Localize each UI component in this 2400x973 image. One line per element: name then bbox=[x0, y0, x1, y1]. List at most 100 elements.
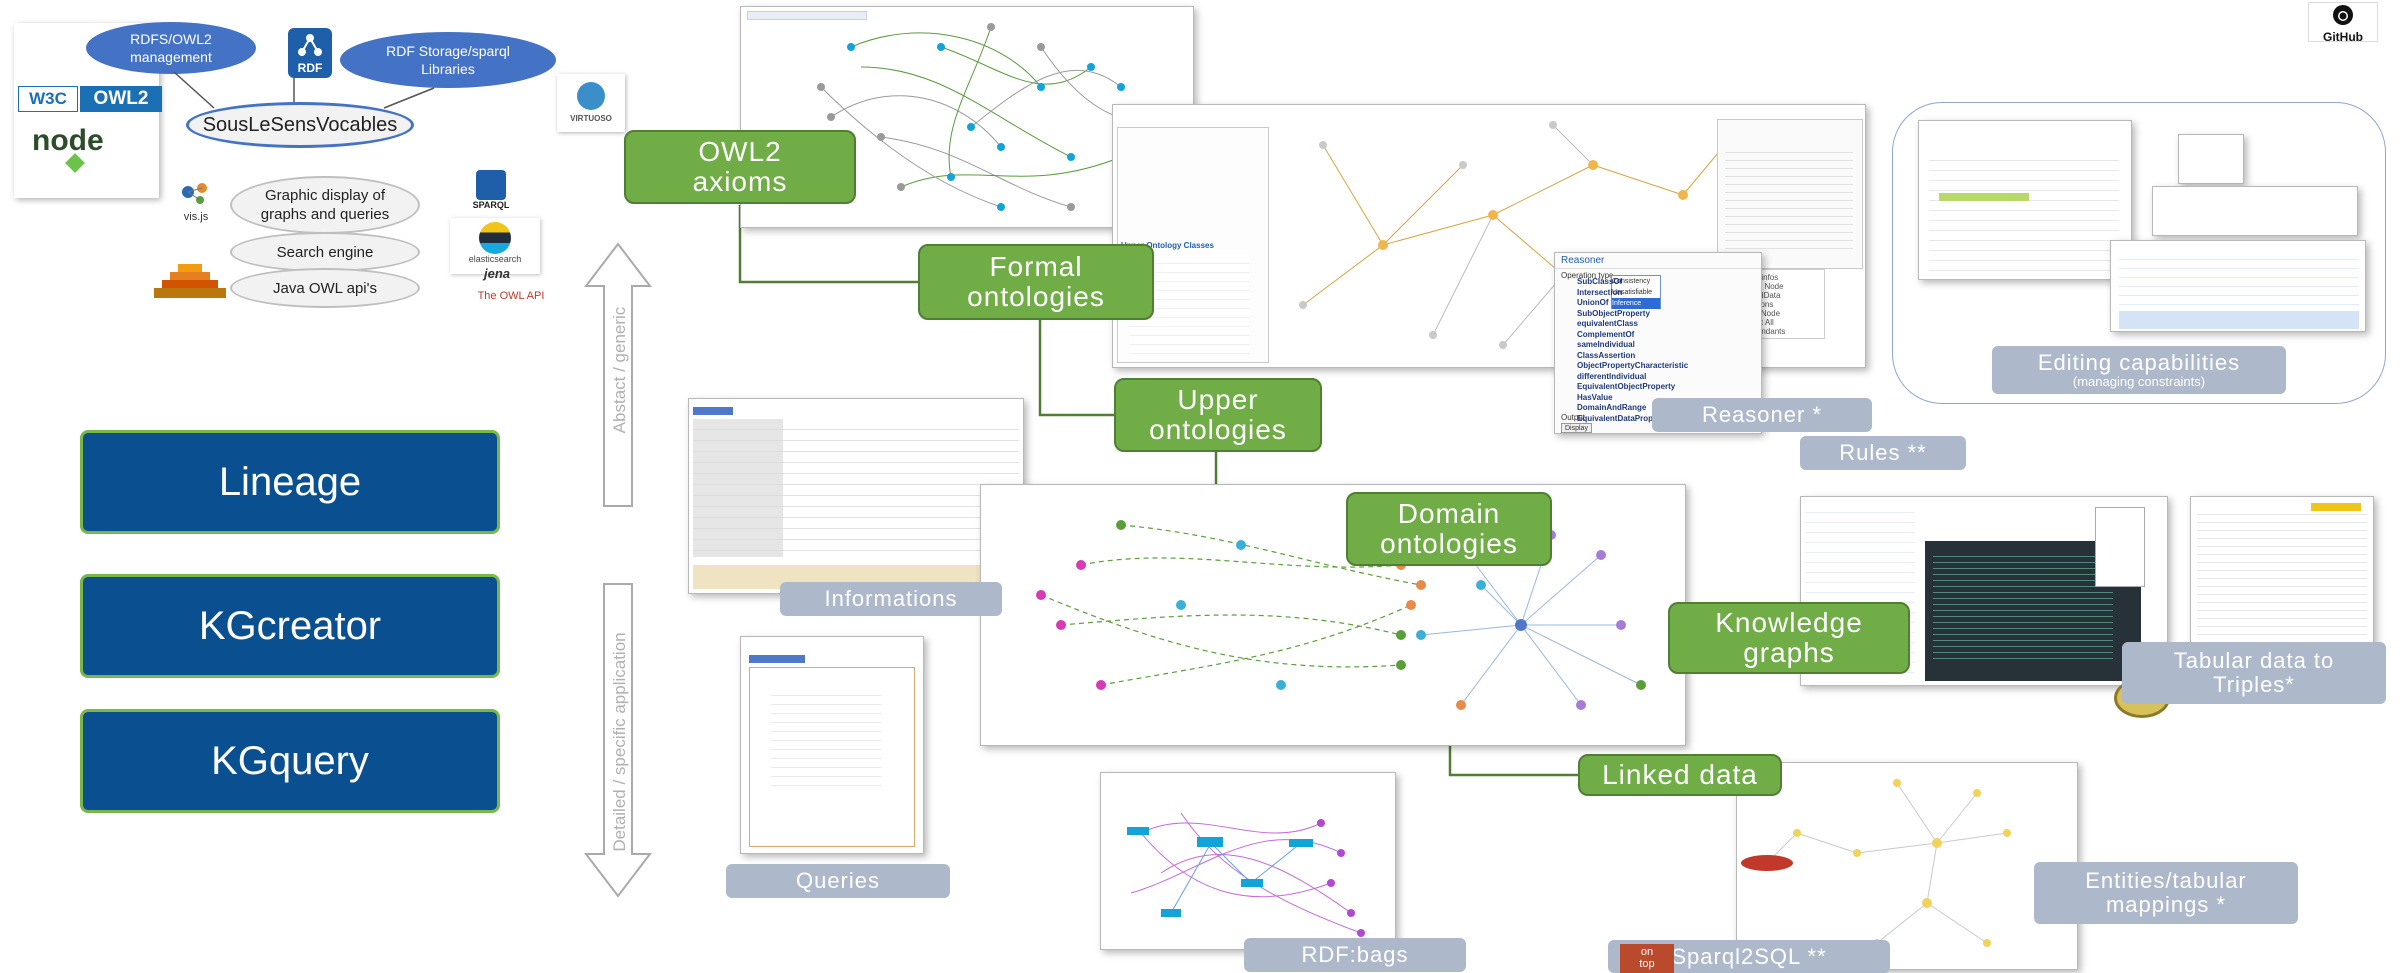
query-tabs bbox=[749, 655, 805, 663]
owl2-axioms-box: OWL2 axioms bbox=[624, 130, 856, 204]
visjs-icon bbox=[182, 183, 207, 204]
edit-form-highlight bbox=[2119, 311, 2359, 329]
github-icon bbox=[2333, 5, 2353, 25]
editing-screenshot-property bbox=[2152, 186, 2358, 236]
formal-ontologies-box: Formal ontologies bbox=[918, 244, 1154, 320]
rdf-logo-graph-icon bbox=[298, 34, 322, 56]
kgcreator-button[interactable]: KGcreator bbox=[80, 574, 500, 678]
reasoner-title: Reasoner bbox=[1555, 253, 1761, 269]
linked-data-box: Linked data bbox=[1578, 754, 1782, 796]
elasticsearch-logo: elasticsearch bbox=[450, 218, 540, 274]
reasoner-list: SubClassOf Intersection UnionOf SubObjec… bbox=[1577, 277, 1717, 424]
editing-capabilities-label: Editing capabilities (managing constrain… bbox=[1992, 346, 2286, 394]
tech-stack: W3C OWL2 node RDFS/OWL2 management RDF R… bbox=[14, 8, 625, 308]
elasticsearch-label: elasticsearch bbox=[468, 254, 522, 264]
rules-label: Rules ** bbox=[1800, 436, 1966, 470]
reasoner-item[interactable]: sameIndividual bbox=[1577, 340, 1635, 349]
reasoner-display-button[interactable]: Display bbox=[1561, 423, 1592, 433]
reasoner-dropdown[interactable]: Consistency Unsatisfiable Inference bbox=[1611, 275, 1661, 309]
tabular-data-label: Tabular data to Triples* bbox=[2122, 642, 2386, 704]
reasoner-item[interactable]: ClassAssertion bbox=[1577, 350, 1636, 360]
triples-screenshot bbox=[2190, 496, 2374, 646]
entities-mappings-label: Entities/tabular mappings * bbox=[2034, 862, 2298, 924]
owl-api-logo: The OWL API bbox=[477, 290, 545, 302]
java-owl-ellipse: Java OWL api's bbox=[230, 268, 420, 308]
kgquery-button[interactable]: KGquery bbox=[80, 709, 500, 813]
triples-lines bbox=[2197, 507, 2367, 637]
mapping-code-lines bbox=[1933, 551, 2113, 661]
graph-toolbar bbox=[747, 11, 867, 20]
ontology-browser-screenshot: Upper Ontology Classes Node infos Graph … bbox=[1112, 104, 1866, 368]
jena-logo: jena bbox=[484, 266, 511, 281]
reasoner-label: Reasoner * bbox=[1652, 398, 1872, 432]
reasoner-item[interactable]: EquivalentObjectProperty bbox=[1577, 382, 1676, 391]
reasoner-item[interactable]: equivalentClass bbox=[1577, 319, 1638, 328]
elasticsearch-icon bbox=[479, 222, 511, 254]
informations-screenshot bbox=[688, 398, 1024, 594]
reasoner-option[interactable]: Consistency bbox=[1612, 278, 1651, 285]
reasoner-item[interactable]: ComplementOf bbox=[1577, 329, 1635, 339]
domain-ontologies-graph-screenshot bbox=[980, 484, 1686, 746]
editing-capabilities-title: Editing capabilities bbox=[2037, 350, 2241, 375]
editing-screenshot-form bbox=[2110, 240, 2366, 332]
reasoner-item[interactable]: SubClassOf bbox=[1577, 277, 1623, 286]
rdf-bags-graph-screenshot bbox=[1100, 772, 1396, 950]
informations-label: Informations bbox=[780, 582, 1002, 616]
virtuoso-logo: VIRTUOSO bbox=[557, 74, 625, 132]
reasoner-item[interactable]: differentIndividual bbox=[1577, 371, 1647, 381]
query-tree bbox=[771, 687, 881, 787]
rdfs-owl2-ellipse: RDFS/OWL2 management bbox=[86, 22, 256, 74]
right-tree-lines bbox=[1725, 145, 1853, 255]
abstraction-axis-arrows bbox=[583, 242, 653, 898]
knowledge-graphs-box: Knowledge graphs bbox=[1668, 602, 1910, 674]
info-key-column bbox=[693, 419, 783, 557]
github-label: GitHub bbox=[2323, 30, 2363, 44]
domain-ontologies-box: Domain ontologies bbox=[1346, 492, 1552, 566]
rdf-bags-label: RDF:bags bbox=[1244, 938, 1466, 972]
reasoner-item[interactable]: ObjectPropertyCharacteristic bbox=[1577, 361, 1689, 370]
github-link[interactable]: GitHub bbox=[2308, 2, 2378, 44]
reasoner-item[interactable]: EquivalentDataProp bbox=[1577, 413, 1654, 423]
axioms-graph bbox=[817, 23, 1155, 211]
edit-tree-lines bbox=[1929, 151, 2119, 271]
owl2-logo: OWL2 bbox=[80, 86, 162, 112]
nodejs-logo: node bbox=[32, 124, 104, 157]
reasoner-option[interactable]: Inference bbox=[1612, 298, 1660, 309]
lineage-button[interactable]: Lineage bbox=[80, 430, 500, 534]
mapping-dropdown bbox=[2095, 507, 2145, 587]
reasoner-item[interactable]: SubObjectProperty bbox=[1577, 308, 1650, 318]
visjs-label: vis.js bbox=[183, 211, 209, 223]
reasoner-operation: Operation type bbox=[1561, 271, 1614, 280]
queries-screenshot bbox=[740, 636, 924, 854]
domain-graph bbox=[1036, 520, 1646, 710]
reasoner-option[interactable]: Unsatisfiable bbox=[1612, 289, 1653, 296]
souslesensvocables-ellipse: SousLeSensVocables bbox=[186, 102, 414, 148]
reasoner-item[interactable]: DomainAndRange bbox=[1577, 403, 1647, 412]
visjs-logo: vis.js bbox=[176, 180, 216, 224]
reasoner-item[interactable]: UnionOf bbox=[1577, 298, 1609, 307]
virtuoso-label: VIRTUOSO bbox=[570, 114, 612, 123]
editing-capabilities-subtitle: (managing constraints) bbox=[2072, 374, 2206, 389]
upper-ontology-classes-title: Upper Ontology Classes bbox=[1121, 241, 1214, 250]
editing-screenshot-dialog bbox=[2178, 134, 2244, 184]
virtuoso-icon bbox=[577, 82, 605, 110]
ontology-graph bbox=[1299, 121, 1737, 349]
query-panel bbox=[749, 667, 915, 847]
edit-tree-highlight bbox=[1939, 193, 2029, 201]
info-tabs bbox=[693, 407, 733, 415]
rdf-bags-graph bbox=[1127, 812, 1365, 937]
sparql-logo: SPARQL bbox=[472, 170, 510, 216]
graphic-display-ellipse: Graphic display of graphs and queries bbox=[230, 176, 420, 234]
reasoner-output: Output bbox=[1561, 413, 1586, 422]
sparql-label: SPARQL bbox=[472, 200, 510, 210]
rdf-storage-ellipse: RDF Storage/sparql Libraries bbox=[340, 32, 556, 88]
sparql-icon bbox=[476, 170, 506, 200]
editing-capabilities-region bbox=[1892, 102, 2386, 404]
edit-form-rows bbox=[2119, 251, 2359, 311]
reasoner-item[interactable]: Intersection bbox=[1577, 287, 1623, 297]
java-stack-icon bbox=[154, 264, 226, 302]
upper-ontologies-box: Upper ontologies bbox=[1114, 378, 1322, 452]
w3c-logo: W3C bbox=[18, 86, 78, 112]
triples-header-highlight bbox=[2311, 503, 2361, 511]
reasoner-item[interactable]: HasValue bbox=[1577, 392, 1613, 402]
